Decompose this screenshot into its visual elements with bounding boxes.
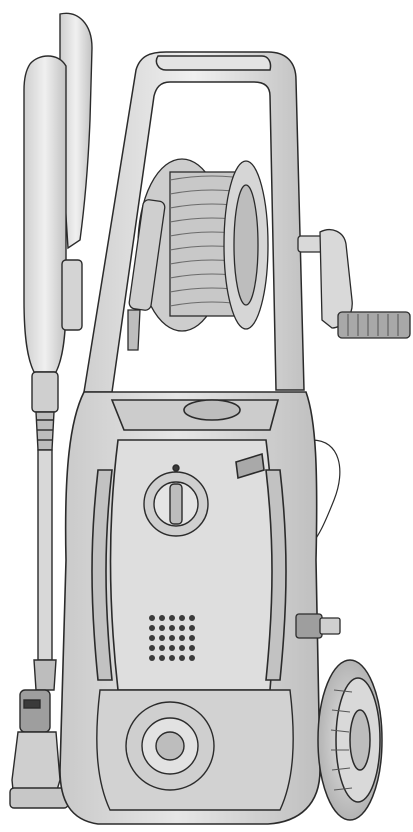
hose-end-tip xyxy=(127,309,141,351)
spray-gun-body xyxy=(23,55,67,373)
right-side-ridge xyxy=(265,469,287,681)
nozzle-tip-marker xyxy=(23,699,41,709)
spray-gun-trigger-guard xyxy=(61,259,83,331)
lance-coupler xyxy=(31,371,59,413)
right-vent-slot xyxy=(235,452,265,480)
handle-frame xyxy=(83,51,305,393)
wheel-hub xyxy=(349,709,371,771)
wheel xyxy=(317,659,383,821)
top-connector xyxy=(183,399,241,421)
handle-grip-top xyxy=(155,55,272,71)
crank-handle xyxy=(337,311,411,339)
power-dial-grip xyxy=(169,483,183,525)
lance-tube xyxy=(37,449,53,661)
power-dial xyxy=(143,464,209,537)
nozzle-tip xyxy=(19,689,51,733)
lance-ribbed-joint xyxy=(35,411,55,451)
lower-housing xyxy=(96,689,294,811)
speaker-vent-grid xyxy=(149,615,195,661)
hose-reel-crank xyxy=(297,229,411,339)
spray-gun-grip xyxy=(59,12,93,250)
water-inlet-port xyxy=(155,731,185,761)
hose-reel xyxy=(127,158,269,351)
handle-frame-outline xyxy=(83,51,305,393)
nozzle-ribbed xyxy=(33,659,57,691)
left-side-ridge xyxy=(91,469,113,681)
outlet-connector xyxy=(295,613,341,639)
spray-gun-lance xyxy=(9,12,93,809)
crank-arm xyxy=(319,229,353,329)
